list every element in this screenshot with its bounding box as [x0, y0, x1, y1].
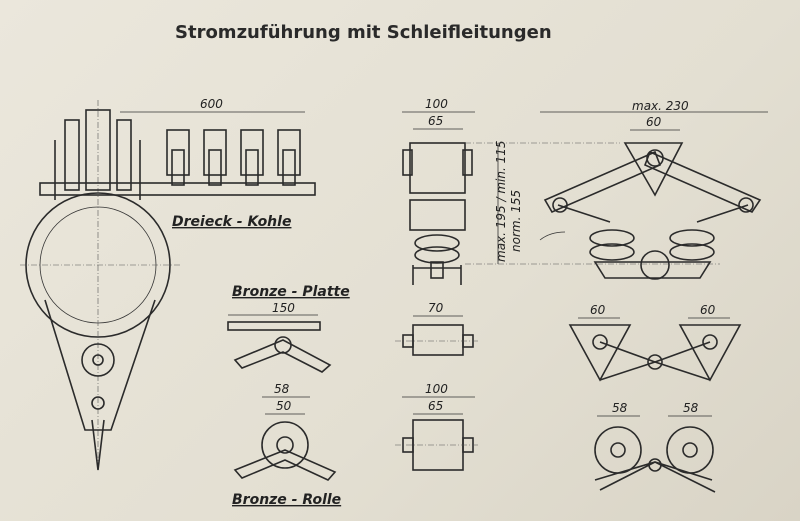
- caption-bronze-rolle: Bronze - Rolle: [232, 492, 341, 508]
- dim-norm: norm. 155: [509, 190, 523, 252]
- scissor-platte-drawing: 60 60: [568, 303, 742, 382]
- dim-150: 150: [272, 301, 295, 315]
- dim-rolle-100: 100: [425, 382, 448, 396]
- dim-platte-left-60: 60: [590, 303, 606, 317]
- scissor-assembly-drawing: max. 230 60: [539, 99, 768, 280]
- platte-front-drawing: 70: [395, 301, 480, 356]
- dim-triangle-60: 60: [646, 115, 662, 129]
- dim-rolle-65: 65: [428, 399, 443, 413]
- dim-58: 58: [274, 382, 290, 396]
- dim-65: 65: [428, 114, 443, 128]
- dim-rolle-left-58: 58: [612, 401, 628, 415]
- caption-bronze-platte: Bronze - Platte: [232, 284, 350, 300]
- dim-max-min: max. 195 / min. 115: [494, 140, 508, 262]
- dim-max-230: max. 230: [632, 99, 689, 113]
- dim-rolle-right-58: 58: [683, 401, 699, 415]
- caption-dreieck-kohle: Dreieck - Kohle: [172, 214, 291, 230]
- dim-50: 50: [276, 399, 292, 413]
- dim-100: 100: [425, 97, 448, 111]
- carbon-brush-holders: [166, 129, 301, 186]
- dim-70: 70: [428, 301, 444, 315]
- bronze-platte-drawing: Bronze - Platte 150: [227, 284, 350, 373]
- rolle-front-drawing: 100 65: [395, 382, 480, 471]
- scissor-rolle-drawing: 58 58: [594, 401, 716, 493]
- front-view-drawing: 100 65 max. 195 / min. 115 norm. 155: [402, 97, 720, 285]
- dim-platte-right-60: 60: [700, 303, 716, 317]
- dim-600: 600: [200, 97, 223, 111]
- bronze-rolle-drawing: 58 50 Bronze - Rolle: [232, 382, 341, 508]
- page-title: Stromzuführung mit Schleifleitungen: [175, 22, 552, 43]
- trolley-assembly: 600 Dreieck - Kohle: [20, 97, 316, 471]
